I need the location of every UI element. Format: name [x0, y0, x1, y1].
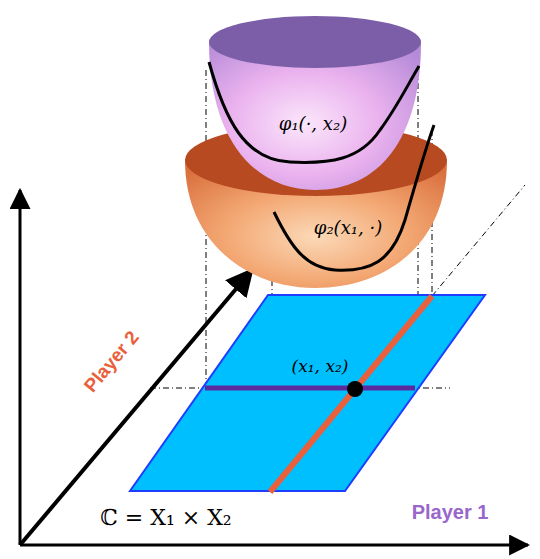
point-label: (x₁, x₂) — [292, 357, 349, 376]
equilibrium-point — [347, 381, 363, 397]
function-label: φ₂(x₁, ·) — [314, 218, 382, 238]
purple-bowl — [209, 16, 421, 190]
player2-cost-curve — [274, 125, 434, 270]
player1-cost-curve — [209, 62, 419, 162]
player1-slice — [205, 386, 415, 391]
strategy-plane — [130, 295, 485, 491]
axis-label: Player 2 — [81, 327, 144, 396]
axis-label: Player 1 — [412, 501, 489, 523]
set-label: ℂ = X₁ × X₂ — [100, 506, 231, 530]
function-label: φ₁(·, x₂) — [279, 114, 347, 134]
player2-slice — [270, 296, 432, 492]
